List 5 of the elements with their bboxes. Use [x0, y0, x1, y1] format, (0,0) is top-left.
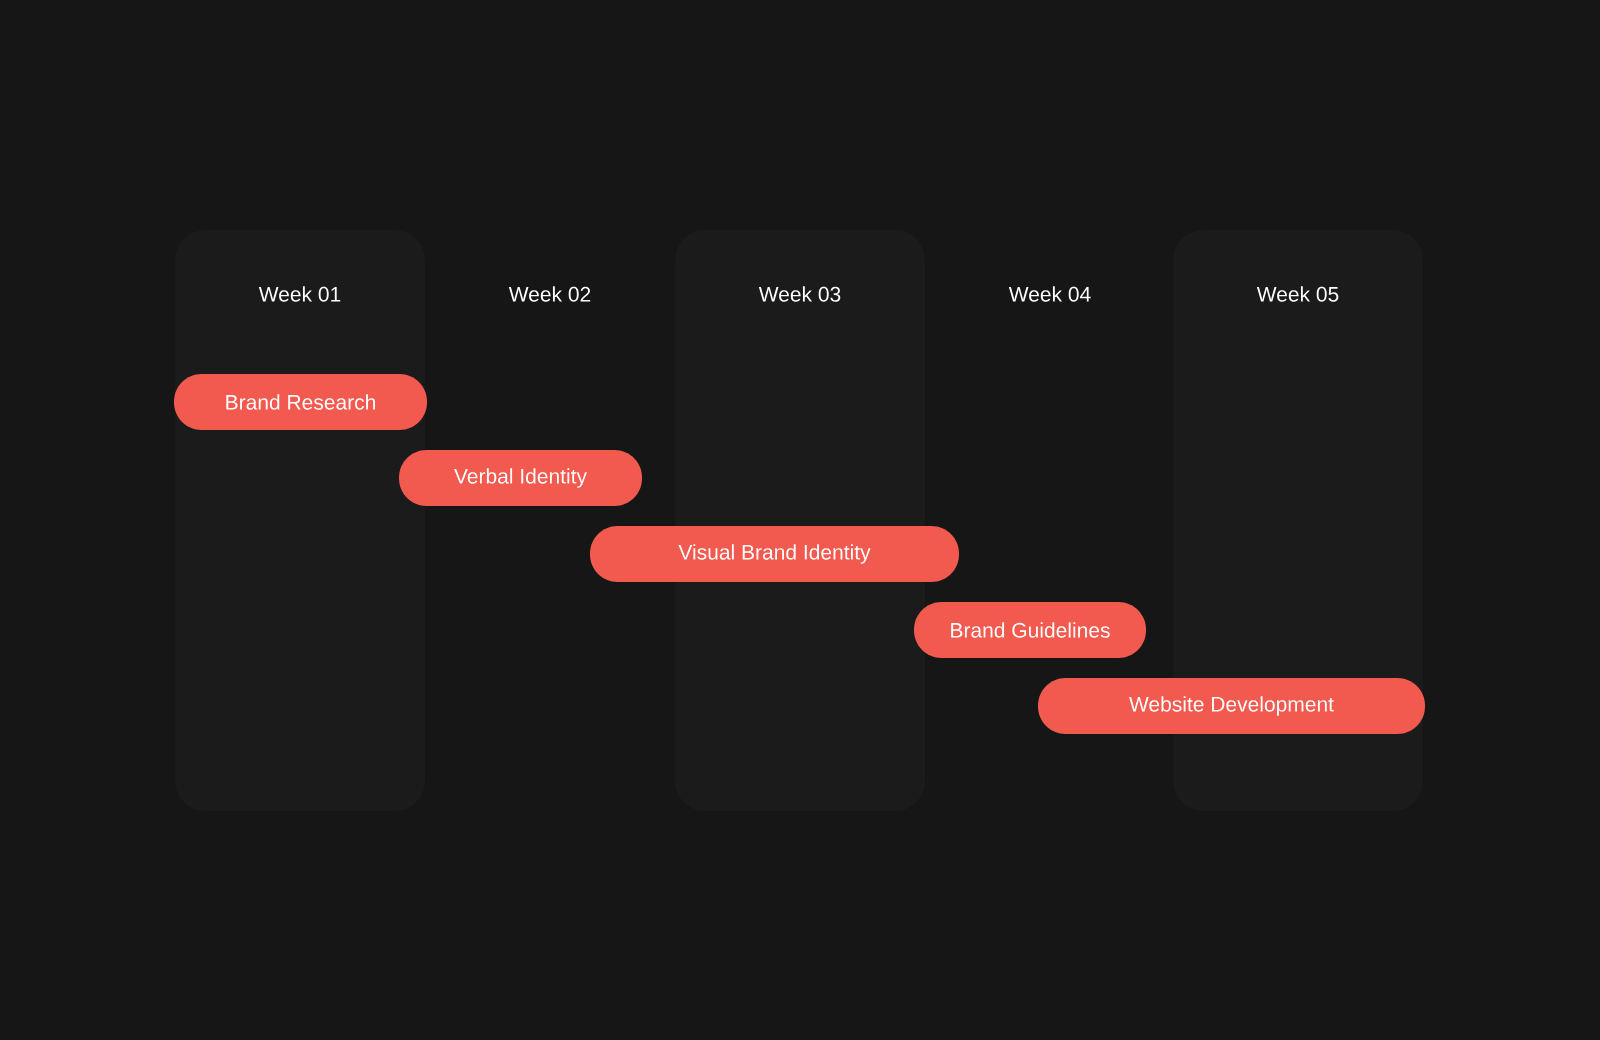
- column-heading: Week 05: [1256, 286, 1339, 302]
- column-heading: Week 01: [258, 286, 341, 302]
- column-heading: Week 02: [508, 286, 591, 302]
- column-heading: Week 04: [1008, 286, 1091, 302]
- column-heading: Week 03: [758, 286, 841, 302]
